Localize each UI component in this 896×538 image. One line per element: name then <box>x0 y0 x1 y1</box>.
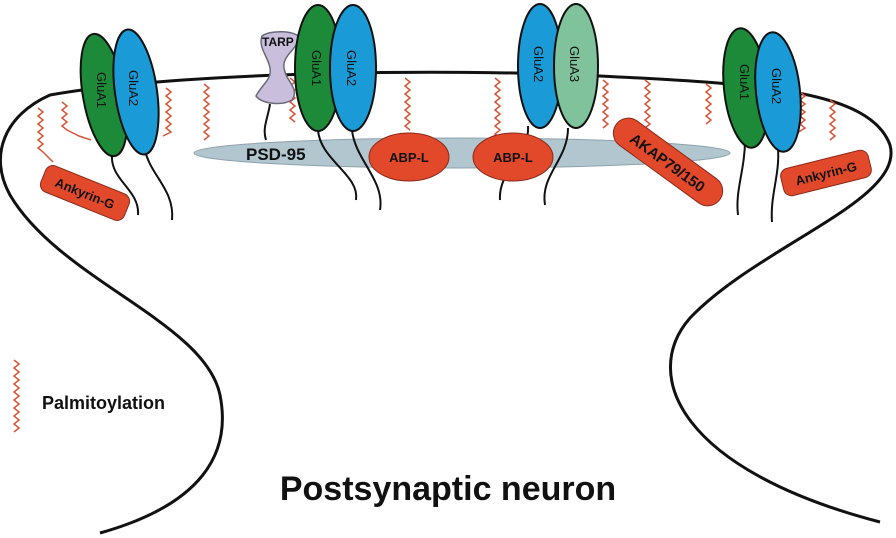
tarp-label: TARP <box>262 35 294 49</box>
palmitoylation-chains <box>36 77 837 163</box>
tarp-protein: TARP <box>255 31 301 141</box>
glua2-label: GluA2 <box>344 50 359 86</box>
palmitoyl-chain <box>704 83 713 125</box>
glua2-subunit <box>754 31 802 153</box>
receptor-glua2-glua3: GluA2 GluA3 <box>517 3 599 129</box>
glua1-label: GluA1 <box>737 64 752 100</box>
psd95-scaffold <box>193 137 731 169</box>
psd95-label: PSD-95 <box>246 145 306 164</box>
legend-palmitoylation-label: Palmitoylation <box>42 393 165 413</box>
glua1-label: GluA1 <box>309 50 324 86</box>
glua3-subunit <box>553 3 599 129</box>
glua2-label: GluA2 <box>126 70 141 106</box>
ankyrin-g-right: Ankyrin-G <box>780 149 872 197</box>
legend: Palmitoylation <box>12 359 165 433</box>
palmitoyl-chain <box>60 101 92 141</box>
palmitoyl-chain <box>202 83 211 141</box>
receptor-glua1-glua2-right: GluA1 GluA2 <box>722 27 802 153</box>
palmitoyl-chain <box>36 107 54 163</box>
abpl-label: ABP-L <box>493 150 533 165</box>
palmitoyl-chain <box>601 79 610 129</box>
palmitoyl-chain <box>403 77 412 131</box>
palmitoyl-chain <box>796 91 807 134</box>
glua2-subunit <box>112 28 160 156</box>
receptor-glua1-glua2-center: GluA1 GluA2 <box>294 4 377 132</box>
abpl-protein-2: ABP-L <box>472 132 554 182</box>
neuron-membrane <box>0 70 893 535</box>
ankyrin-g-left: Ankyrin-G <box>39 165 131 221</box>
receptor-glua1-glua2-left: GluA1 GluA2 <box>79 28 160 158</box>
diagram-title: Postsynaptic neuron <box>280 470 616 508</box>
palmitoyl-chain <box>493 77 502 139</box>
glua2-subunit <box>329 4 377 132</box>
abpl-protein-1: ABP-L <box>368 132 450 182</box>
glua3-label: GluA3 <box>567 46 582 82</box>
palmitoyl-chain <box>162 87 173 137</box>
palmitoyl-chain <box>828 99 837 141</box>
legend-palmitoyl-icon <box>12 359 21 433</box>
glua2-label: GluA2 <box>769 68 784 104</box>
tarp-tail <box>263 103 271 141</box>
abpl-label: ABP-L <box>389 150 429 165</box>
glua1-label: GluA1 <box>94 72 109 108</box>
palmitoyl-chain <box>643 79 652 133</box>
glua2-label: GluA2 <box>531 46 546 82</box>
